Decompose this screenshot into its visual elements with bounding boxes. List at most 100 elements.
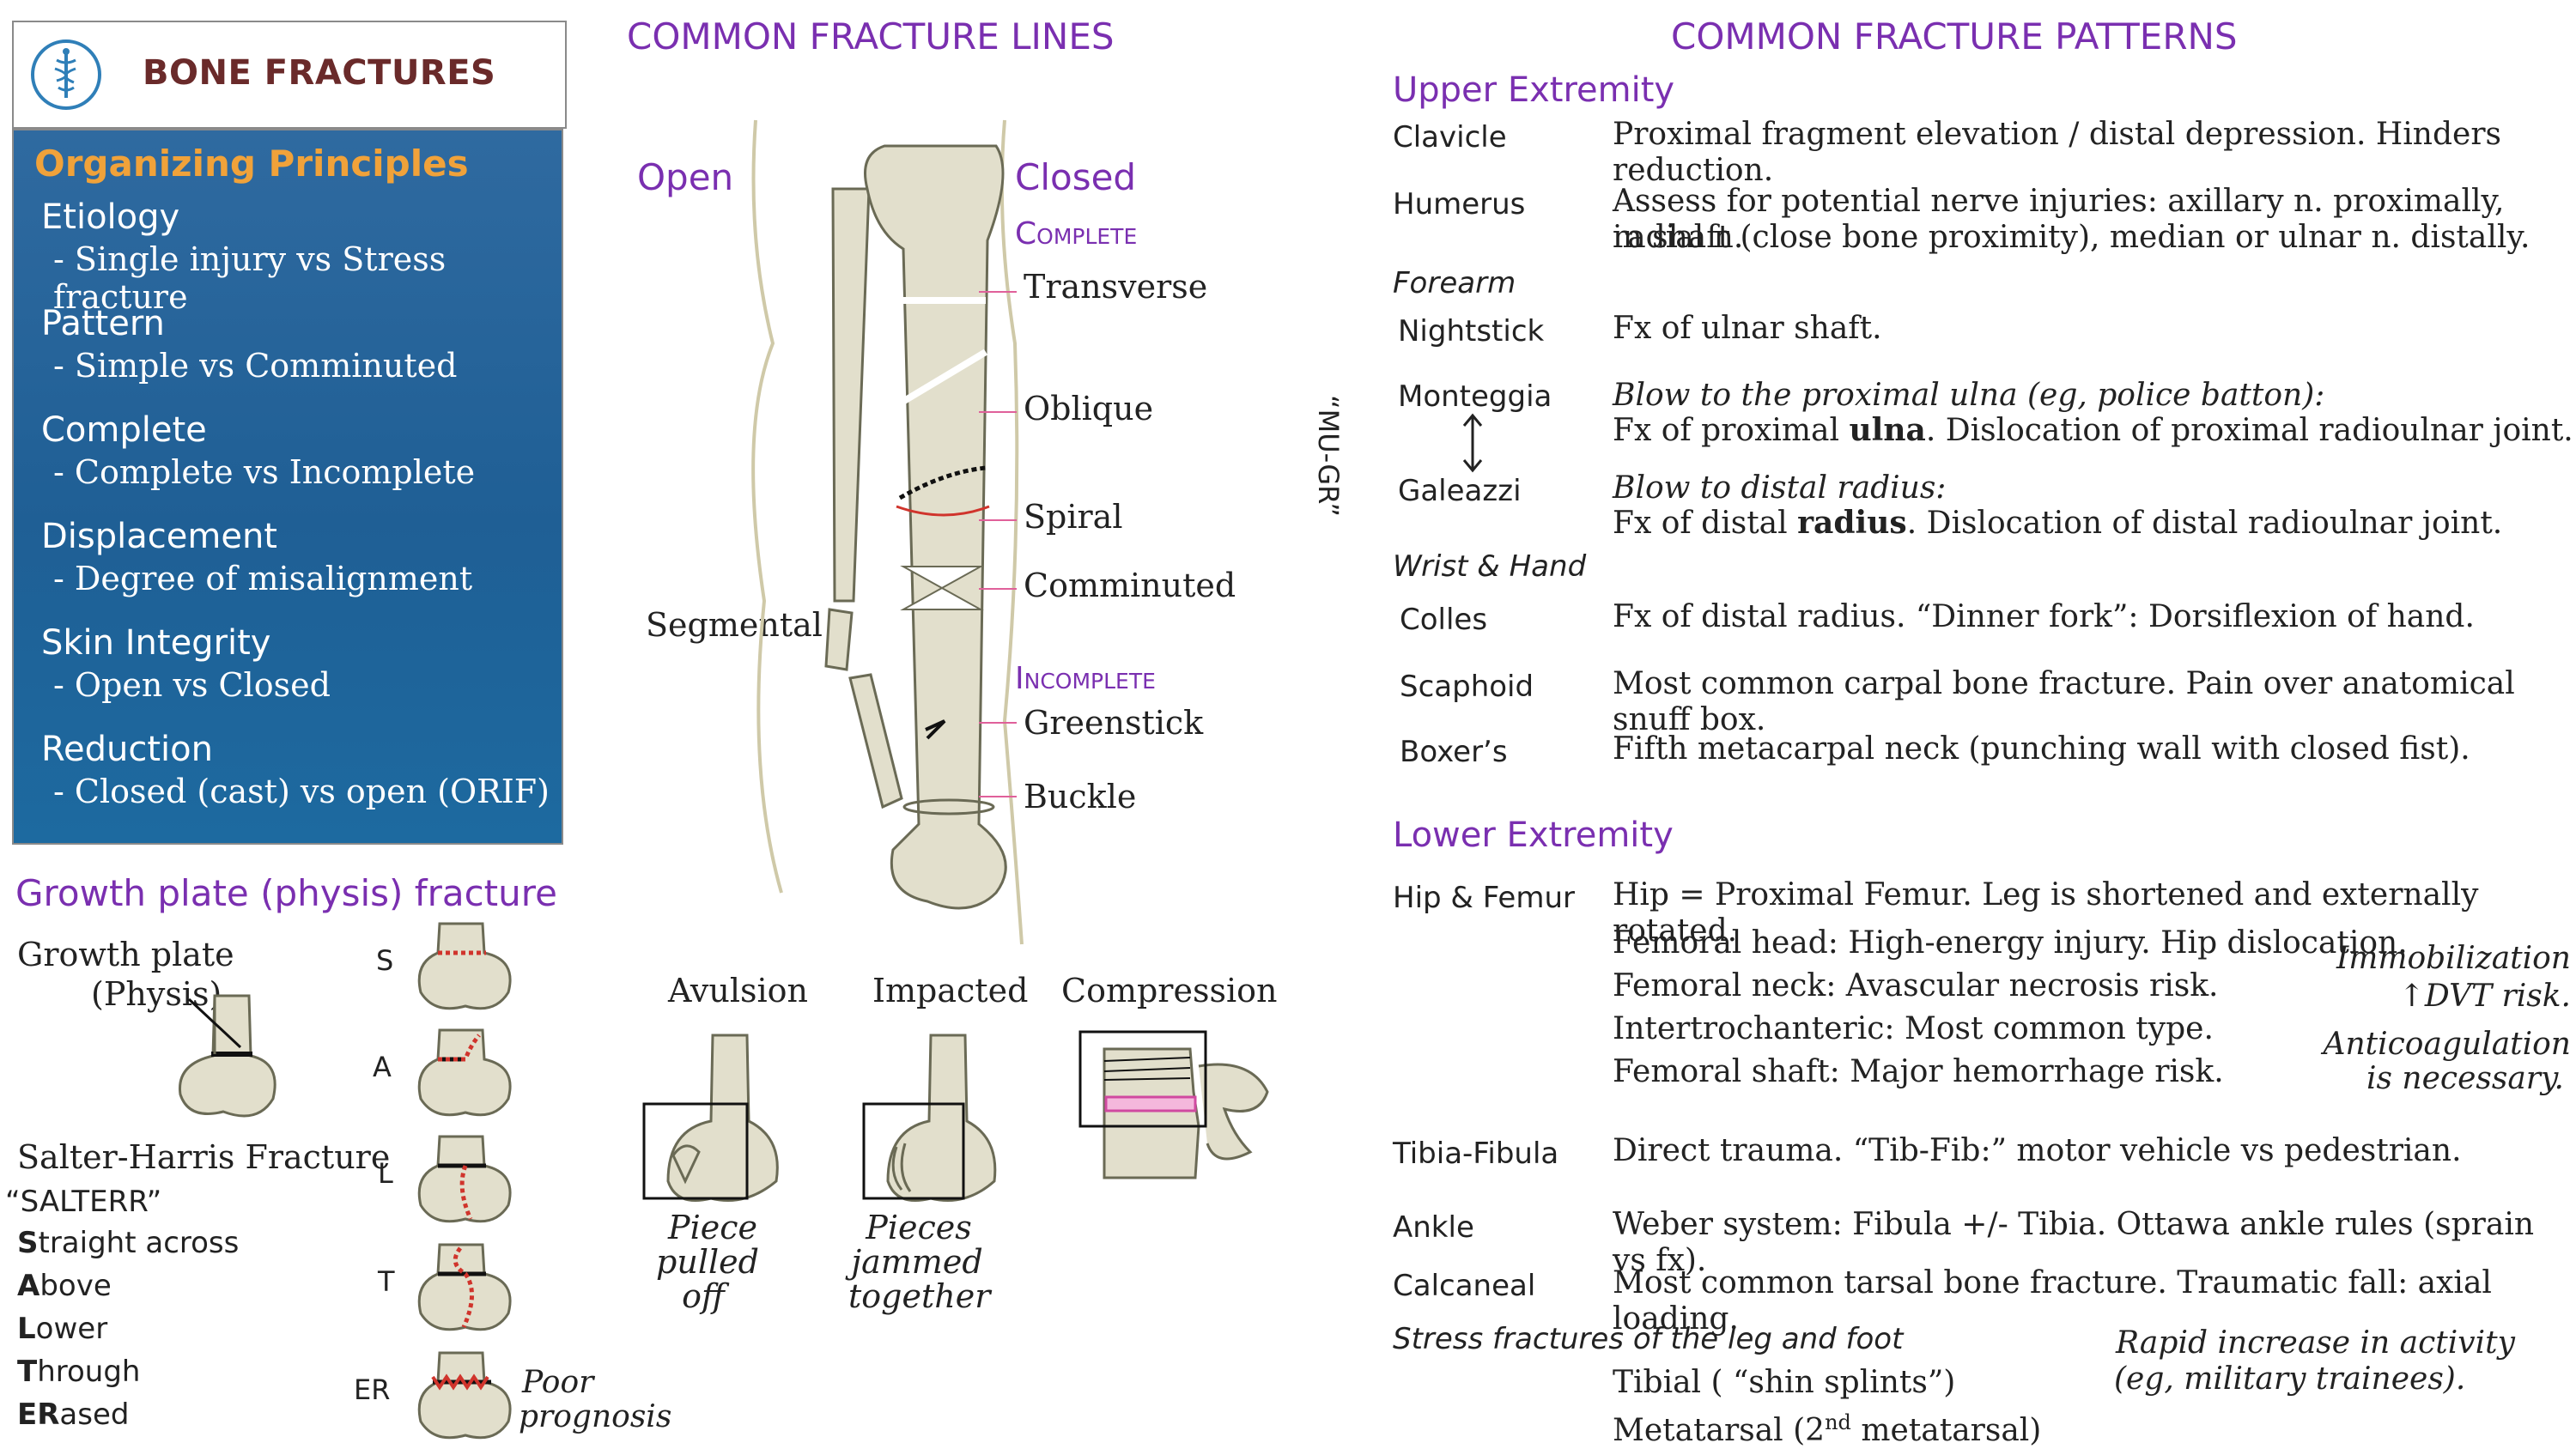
sh-type-label: L — [378, 1157, 393, 1190]
impacted-diagram — [862, 1034, 997, 1202]
monteggia-desc: Fx of proximal ulna. Dislocation of prox… — [1613, 412, 2573, 448]
sh-type-label: T — [378, 1265, 395, 1298]
clavicle-desc: Proximal fragment elevation / distal dep… — [1613, 117, 2501, 188]
mu-gr-mnemonic: “MU-GR” — [1312, 395, 1345, 517]
label-pointer-lines — [979, 291, 1017, 797]
principle-label: Pattern — [41, 304, 165, 343]
impacted-caption-1: Pieces — [866, 1209, 972, 1246]
stress-note-1: Rapid increase in activity — [2116, 1325, 2515, 1361]
bone-fracture-lines-diagram — [751, 119, 1024, 945]
principle-sub: - Single injury vs Stress fracture — [53, 240, 447, 316]
sh-type-label: S — [376, 944, 394, 977]
principle-label: Complete — [41, 410, 207, 450]
hip-line: Intertrochanteric: Most common type. — [1613, 1011, 2214, 1046]
nightstick-name: Nightstick — [1398, 314, 1545, 349]
metatarsal-stress-line: Metatarsal (2nd metatarsal) — [1613, 1410, 2042, 1448]
growth-plate-label: Growth plate — [17, 936, 234, 973]
ankle-name: Ankle — [1393, 1210, 1474, 1245]
caduceus-logo-icon — [31, 39, 101, 110]
closed-label: Closed — [1015, 156, 1137, 198]
nightstick-desc: Fx of ulnar shaft. — [1613, 311, 1882, 346]
sh-type-l-bone — [417, 1135, 512, 1223]
wrist-hand-subheading: Wrist & Hand — [1393, 549, 1587, 584]
ankle-desc: Weber system: Fibula +/- Tibia. Ottawa a… — [1613, 1207, 2535, 1278]
segmental-label: Segmental — [646, 606, 823, 644]
greenstick-label: Greenstick — [1024, 704, 1204, 742]
poor-prognosis-line2: prognosis — [519, 1399, 672, 1434]
stress-fractures-subheading: Stress fractures of the leg and foot — [1393, 1322, 1904, 1356]
hip-femur-name: Hip & Femur — [1393, 881, 1575, 915]
lower-extremity-heading: Lower Extremity — [1393, 815, 1674, 855]
avulsion-caption-1: Piece — [668, 1209, 757, 1246]
organizing-principles-panel: Organizing Principles Etiology - Single … — [12, 129, 563, 845]
mnemonic-line-s: Straight across — [17, 1226, 240, 1260]
monteggia-cause: Blow to the proximal ulna (eg, police ba… — [1613, 378, 2325, 413]
open-label: Open — [637, 156, 734, 198]
fracture-patterns-heading: COMMON FRACTURE PATTERNS — [1671, 15, 2238, 58]
principle-label: Skin Integrity — [41, 623, 271, 663]
mnemonic-line-er: ERased — [17, 1397, 130, 1432]
poor-prognosis-line1: Poor — [522, 1365, 594, 1400]
avulsion-caption-2: pulled — [656, 1243, 759, 1281]
boxers-desc: Fifth metacarpal neck (punching wall wit… — [1613, 731, 2470, 767]
galeazzi-cause: Blow to distal radius: — [1613, 470, 1947, 506]
tibia-fibula-name: Tibia-Fibula — [1393, 1137, 1559, 1171]
physis-label: (Physis) — [91, 975, 222, 1013]
scaphoid-name: Scaphoid — [1400, 670, 1534, 704]
comminuted-label: Comminuted — [1024, 567, 1236, 604]
principle-label: Displacement — [41, 517, 277, 556]
boxers-name: Boxer’s — [1400, 735, 1508, 769]
sh-type-a-bone — [417, 1028, 512, 1117]
compression-diagram — [1078, 1030, 1269, 1179]
calcaneal-name: Calcaneal — [1393, 1269, 1536, 1303]
growth-plate-heading: Growth plate (physis) fracture — [15, 872, 557, 914]
colles-desc: Fx of distal radius. “Dinner fork”: Dors… — [1613, 599, 2475, 634]
hip-line: Femoral neck: Avascular necrosis risk. — [1613, 968, 2219, 1003]
sh-type-t-bone — [417, 1243, 512, 1331]
transverse-label: Transverse — [1024, 268, 1208, 306]
salterr-mnemonic: “SALTERR” — [5, 1185, 162, 1219]
hip-line: Femoral shaft: Major hemorrhage risk. — [1613, 1054, 2224, 1089]
sh-type-label: ER — [354, 1373, 391, 1406]
sh-type-s-bone — [417, 922, 512, 1010]
forearm-subheading: Forearm — [1393, 266, 1516, 300]
tibia-fibula-desc: Direct trauma. “Tib-Fib:” motor vehicle … — [1613, 1133, 2462, 1168]
principle-label: Reduction — [41, 730, 213, 769]
avulsion-title: Avulsion — [668, 972, 809, 1009]
colles-name: Colles — [1400, 603, 1488, 637]
impacted-title: Impacted — [872, 972, 1029, 1009]
principle-sub: - Simple vs Comminuted — [53, 347, 458, 385]
incomplete-label: Incomplete — [1015, 661, 1156, 696]
principle-sub: - Complete vs Incomplete — [53, 453, 476, 491]
principle-label: Etiology — [41, 197, 180, 237]
fracture-lines-heading: COMMON FRACTURE LINES — [627, 15, 1115, 58]
double-arrow-icon — [1462, 413, 1483, 473]
necessary-note: is necessary. — [2366, 1061, 2564, 1096]
hip-line: Hip = Proximal Femur. Leg is shortened a… — [1613, 877, 2479, 949]
stress-note-2: (eg, military trainees). — [2114, 1361, 2466, 1397]
galeazzi-name: Galeazzi — [1398, 474, 1522, 508]
avulsion-caption-3: off — [682, 1277, 725, 1315]
hip-line: Femoral head: High-energy injury. Hip di… — [1613, 925, 2408, 961]
mnemonic-line-l: Lower — [17, 1312, 108, 1346]
tibial-stress-line: Tibial ( “shin splints”) — [1613, 1365, 1956, 1400]
immobilization-note: Immobilization — [2336, 941, 2571, 976]
mnemonic-line-t: Through — [17, 1355, 141, 1389]
complete-label: Complete — [1015, 216, 1138, 252]
humerus-desc-1: Assess for potential nerve injuries: axi… — [1613, 184, 2505, 255]
buckle-label: Buckle — [1024, 778, 1137, 815]
sh-type-er-bone — [417, 1351, 512, 1440]
upper-extremity-heading: Upper Extremity — [1393, 70, 1675, 110]
galeazzi-desc: Fx of distal radius. Dislocation of dist… — [1613, 505, 2503, 541]
calcaneal-desc: Most common tarsal bone fracture. Trauma… — [1613, 1265, 2492, 1337]
page-title: BONE FRACTURES — [143, 53, 496, 93]
oblique-label: Oblique — [1024, 390, 1154, 427]
clavicle-name: Clavicle — [1393, 120, 1507, 155]
humerus-desc-2: in shaft (close bone proximity), median … — [1613, 220, 2530, 255]
humerus-name: Humerus — [1393, 187, 1526, 221]
compression-title: Compression — [1061, 972, 1278, 1009]
principle-sub: - Degree of misalignment — [53, 560, 473, 597]
spiral-label: Spiral — [1024, 498, 1123, 536]
principles-heading: Organizing Principles — [34, 142, 469, 185]
principle-sub: - Open vs Closed — [53, 666, 331, 704]
